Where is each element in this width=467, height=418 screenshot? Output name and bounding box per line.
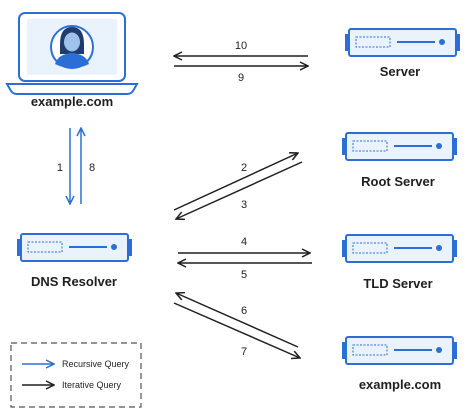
step-label-5: 5 <box>241 269 247 281</box>
server-icon <box>345 28 460 57</box>
step-label-7: 7 <box>241 346 247 358</box>
laptop-icon <box>5 12 139 95</box>
arrow-3 <box>176 161 303 219</box>
legend-iterative-label: Iterative Query <box>62 380 122 390</box>
step-label-3: 3 <box>241 199 247 211</box>
step-label-2: 2 <box>241 162 247 174</box>
tld-server-icon <box>342 234 457 263</box>
authoritative-server-icon <box>342 336 457 365</box>
dns-resolver-label: DNS Resolver <box>31 274 117 289</box>
arrow-7 <box>173 302 300 358</box>
server-label: Server <box>380 64 420 79</box>
step-label-10: 10 <box>235 40 247 52</box>
step-label-4: 4 <box>241 236 247 248</box>
arrow-6 <box>176 293 299 348</box>
step-label-8: 8 <box>89 162 95 174</box>
root-server-icon <box>342 132 457 161</box>
step-label-6: 6 <box>241 305 247 317</box>
user-avatar-icon <box>50 25 94 69</box>
legend-recursive-label: Recursive Query <box>62 359 130 369</box>
authoritative-server-label: example.com <box>359 377 441 392</box>
arrow-2 <box>173 153 298 211</box>
root-server-label: Root Server <box>361 174 435 189</box>
step-label-1: 1 <box>57 162 63 174</box>
legend-frame <box>10 342 142 408</box>
tld-server-label: TLD Server <box>363 276 432 291</box>
legend: Recursive Query Iterative Query <box>10 342 142 408</box>
dns-resolver-icon <box>17 233 132 262</box>
client-label: example.com <box>31 94 113 109</box>
step-label-9: 9 <box>238 72 244 84</box>
